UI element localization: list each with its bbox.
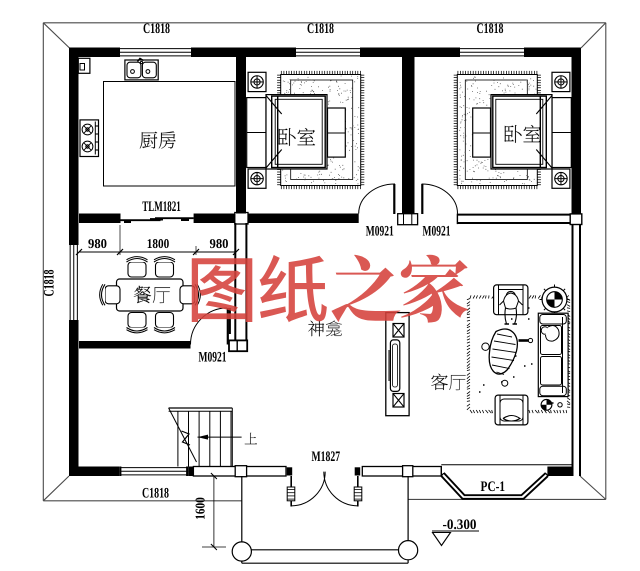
svg-text:C1818: C1818 xyxy=(143,21,170,37)
svg-text:M0921: M0921 xyxy=(423,224,451,240)
svg-text:TLM1821: TLM1821 xyxy=(142,199,181,215)
svg-text:1800: 1800 xyxy=(147,236,170,251)
svg-text:PC-1: PC-1 xyxy=(481,479,506,495)
svg-text:M1827: M1827 xyxy=(312,449,341,465)
svg-text:M0921: M0921 xyxy=(199,350,227,366)
svg-text:C1818: C1818 xyxy=(42,270,58,297)
svg-text:C1818: C1818 xyxy=(142,486,169,502)
svg-text:M0921: M0921 xyxy=(366,224,394,240)
svg-text:980: 980 xyxy=(210,236,229,251)
svg-text:C1818: C1818 xyxy=(477,21,504,37)
svg-text:C1818: C1818 xyxy=(307,21,334,37)
svg-text:-0.300: -0.300 xyxy=(443,517,477,533)
svg-text:980: 980 xyxy=(88,236,107,251)
svg-text:1600: 1600 xyxy=(192,497,207,520)
